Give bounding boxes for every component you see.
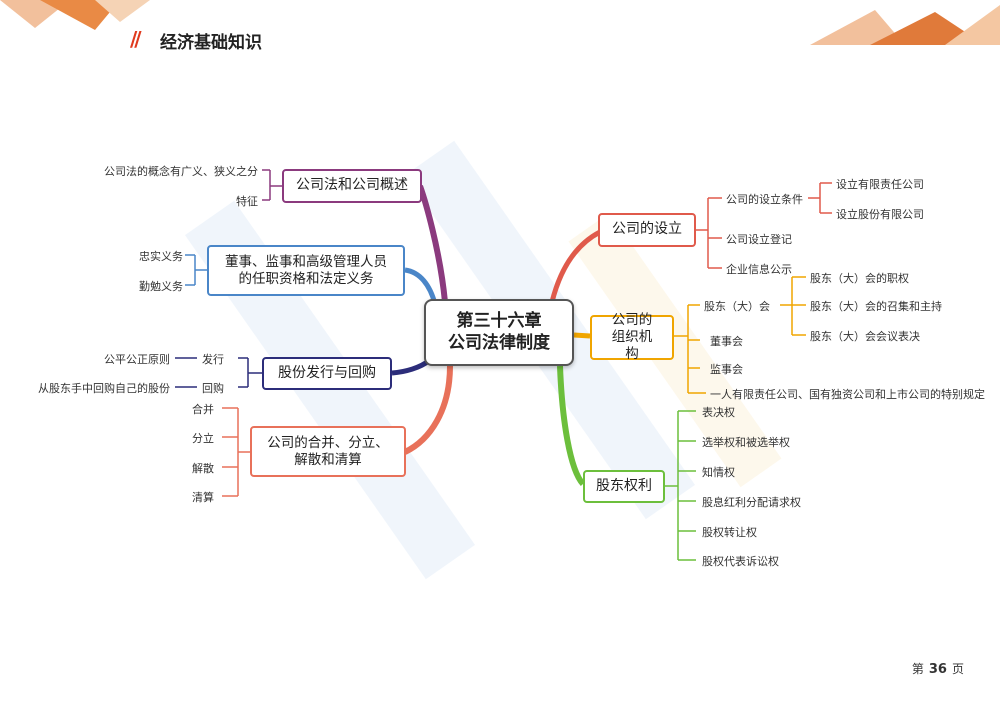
node-establish[interactable]: 公司的设立 <box>598 213 696 247</box>
connector-merger <box>403 365 453 455</box>
header-triangles-left <box>0 0 150 30</box>
leaf-establish-registration: 公司设立登记 <box>726 233 792 246</box>
node-overview[interactable]: 公司法和公司概述 <box>282 169 422 203</box>
header-triangles-right <box>810 5 1000 45</box>
leaf-liquidate: 清算 <box>192 491 214 504</box>
leaf-right-elect: 选举权和被选举权 <box>702 436 790 449</box>
header-mark: // <box>130 27 141 51</box>
leaf-establish-joint-stock: 设立股份有限公司 <box>836 208 924 221</box>
leaf-loyalty-duty: 忠实义务 <box>139 250 183 263</box>
leaf-right-know: 知情权 <box>702 466 735 479</box>
connector-org <box>573 332 591 339</box>
leaf-diligence-duty: 勤勉义务 <box>139 280 183 293</box>
leaf-board-supervisors: 监事会 <box>710 363 743 376</box>
connector-establish <box>549 229 602 303</box>
central-title-line2: 公司法律制度 <box>448 332 550 353</box>
page-prefix: 第 <box>911 662 924 676</box>
node-rights[interactable]: 股东权利 <box>583 470 665 503</box>
leaf-right-vote: 表决权 <box>702 406 735 419</box>
leaf-buyback: 回购 <box>202 382 224 395</box>
leaf-split: 分立 <box>192 432 214 445</box>
leaf-board-directors: 董事会 <box>710 335 743 348</box>
leaf-right-transfer: 股权转让权 <box>702 526 757 539</box>
node-merger[interactable]: 公司的合并、分立、解散和清算 <box>250 426 406 477</box>
leaf-right-litigation: 股权代表诉讼权 <box>702 555 779 568</box>
header-title: 经济基础知识 <box>160 33 262 53</box>
central-title-line1: 第三十六章 <box>456 311 542 332</box>
leaf-right-dividend: 股息红利分配请求权 <box>702 496 801 509</box>
page-suffix: 页 <box>951 662 964 676</box>
leaf-special-rules: 一人有限责任公司、国有独资公司和上市公司的特别规定 <box>710 388 985 401</box>
connector-rights <box>557 365 586 487</box>
leaf-issue-principle: 公平公正原则 <box>104 353 170 366</box>
node-org[interactable]: 公司的组织机构 <box>590 312 674 362</box>
page-number: 第 36 页 <box>912 660 964 677</box>
leaf-meeting-voting: 股东（大）会会议表决 <box>810 330 920 343</box>
leaf-meeting-powers: 股东（大）会的职权 <box>810 272 909 285</box>
central-topic[interactable]: 第三十六章 公司法律制度 <box>424 299 574 366</box>
leaf-shareholders-meeting: 股东（大）会 <box>704 300 770 313</box>
leaf-establish-conditions: 公司的设立条件 <box>726 193 803 206</box>
leaf-merge: 合并 <box>192 403 214 416</box>
leaf-meeting-convening: 股东（大）会的召集和主持 <box>810 300 942 313</box>
leaf-buyback-detail: 从股东手中回购自己的股份 <box>38 382 170 395</box>
leaf-overview-features: 特征 <box>236 195 258 208</box>
leaf-establish-llc: 设立有限责任公司 <box>836 178 924 191</box>
leaf-issue: 发行 <box>202 353 224 366</box>
node-directors[interactable]: 董事、监事和高级管理人员的任职资格和法定义务 <box>207 245 405 296</box>
page-value: 36 <box>928 662 947 677</box>
leaf-overview-concept: 公司法的概念有广义、狭义之分 <box>104 165 258 178</box>
leaf-dissolve: 解散 <box>192 462 214 475</box>
leaf-info-disclosure: 企业信息公示 <box>726 263 792 276</box>
node-shares[interactable]: 股份发行与回购 <box>262 357 392 390</box>
